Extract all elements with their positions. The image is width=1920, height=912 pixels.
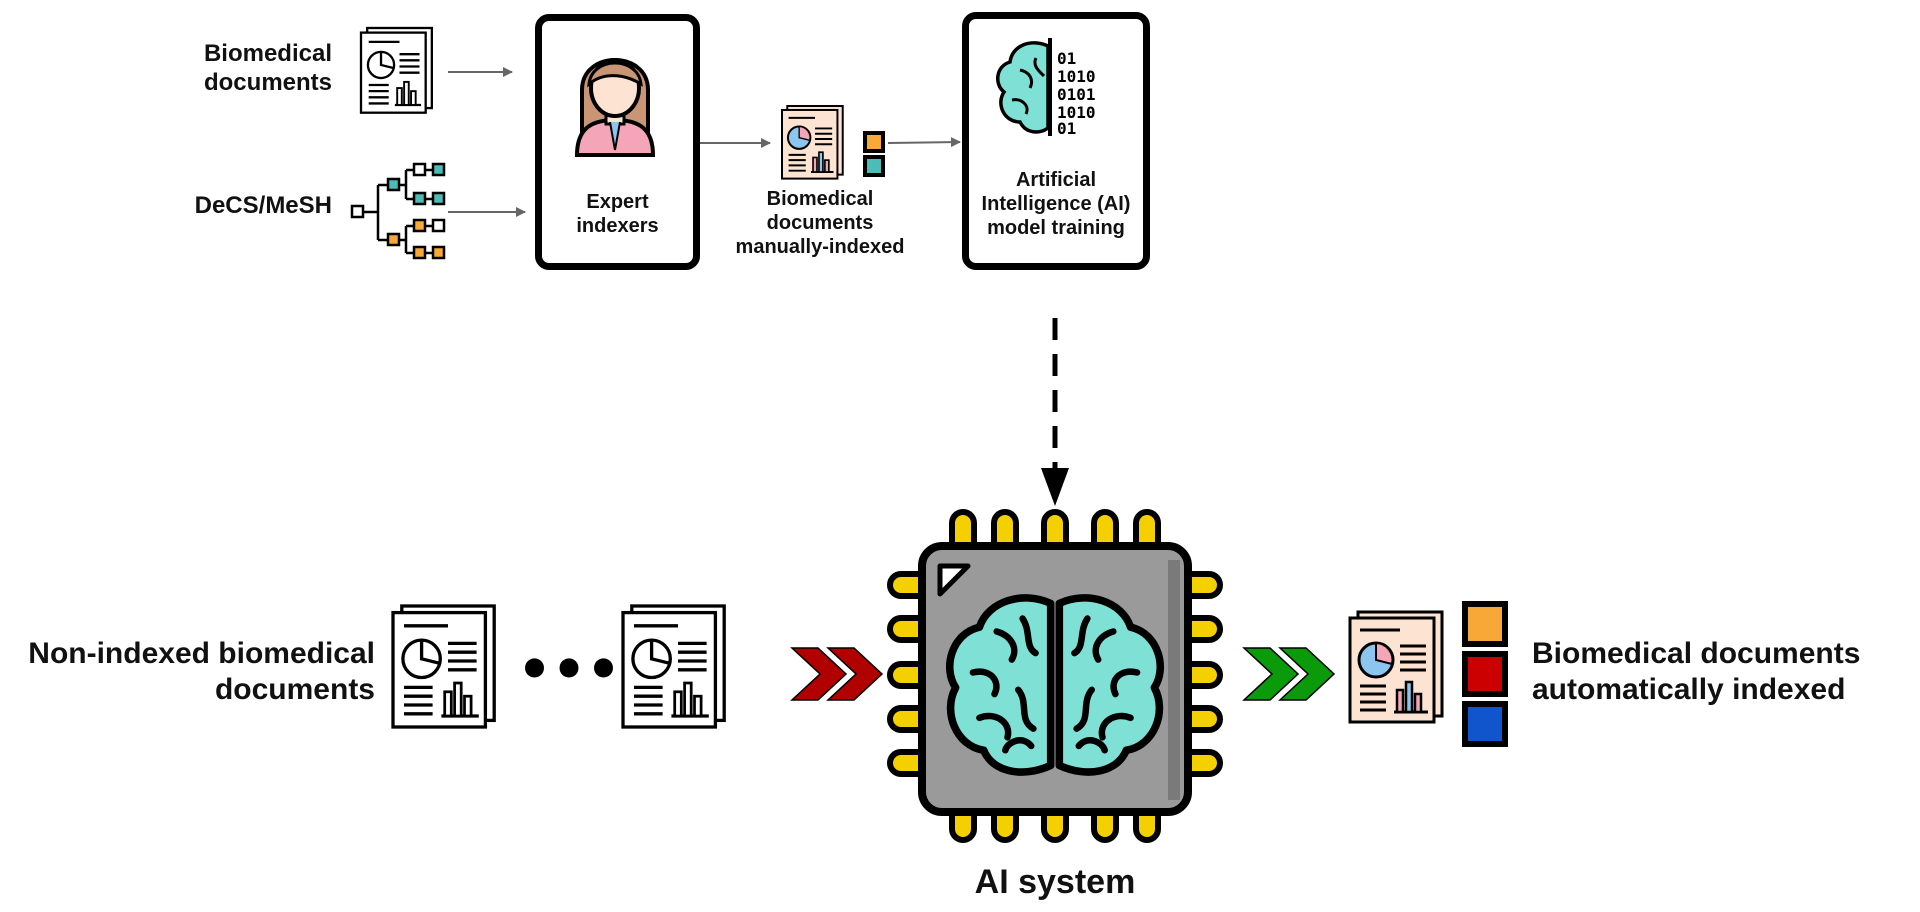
tree-icon [350,162,446,260]
tag-stack-icon [1462,601,1508,747]
person-icon [574,58,656,157]
indexed-document-icon [1348,610,1444,724]
document-icon [359,26,433,114]
tag-icon [863,131,885,177]
manually-indexed-label: Biomedical documents manually-indexed [735,188,905,258]
binary-line: 0101 [1057,85,1096,104]
binary-line: 1010 [1057,103,1096,122]
binary-text: 01 1010 0101 1010 01 [1057,49,1096,138]
green-chevron-icon [1242,647,1336,701]
binary-line: 1010 [1057,67,1096,86]
non-indexed-label: Non-indexed biomedical documents [28,637,375,706]
red-chevron-icon [790,647,884,701]
dashed-arrow-head [1041,468,1069,506]
binary-line: 01 [1057,119,1076,138]
binary-line: 01 [1057,49,1076,68]
ai-system-label: AI system [974,863,1136,901]
ai-chip-icon [887,509,1223,843]
ellipsis: ••• [517,638,621,701]
auto-indexed-label: Biomedical documents automatically index… [1532,637,1861,706]
non-indexed-document-icon [391,604,496,729]
expert-indexers-label: Expert indexers [576,191,659,237]
expert-indexers-box [535,14,700,270]
decs-mesh-label: DeCS/MeSH [194,192,332,219]
ai-training-box [962,12,1150,270]
ellipsis-text: ••• [517,638,621,701]
brain-binary-icon: 01 1010 0101 1010 01 [996,38,1096,138]
arrow-manual-to-training [887,137,961,148]
manually-indexed-document-icon [781,105,844,180]
biomedical-documents-label: Biomedical documents [203,40,332,96]
non-indexed-document-icon [621,604,726,729]
ai-training-label: Artificial Intelligence (AI) model train… [981,169,1131,239]
